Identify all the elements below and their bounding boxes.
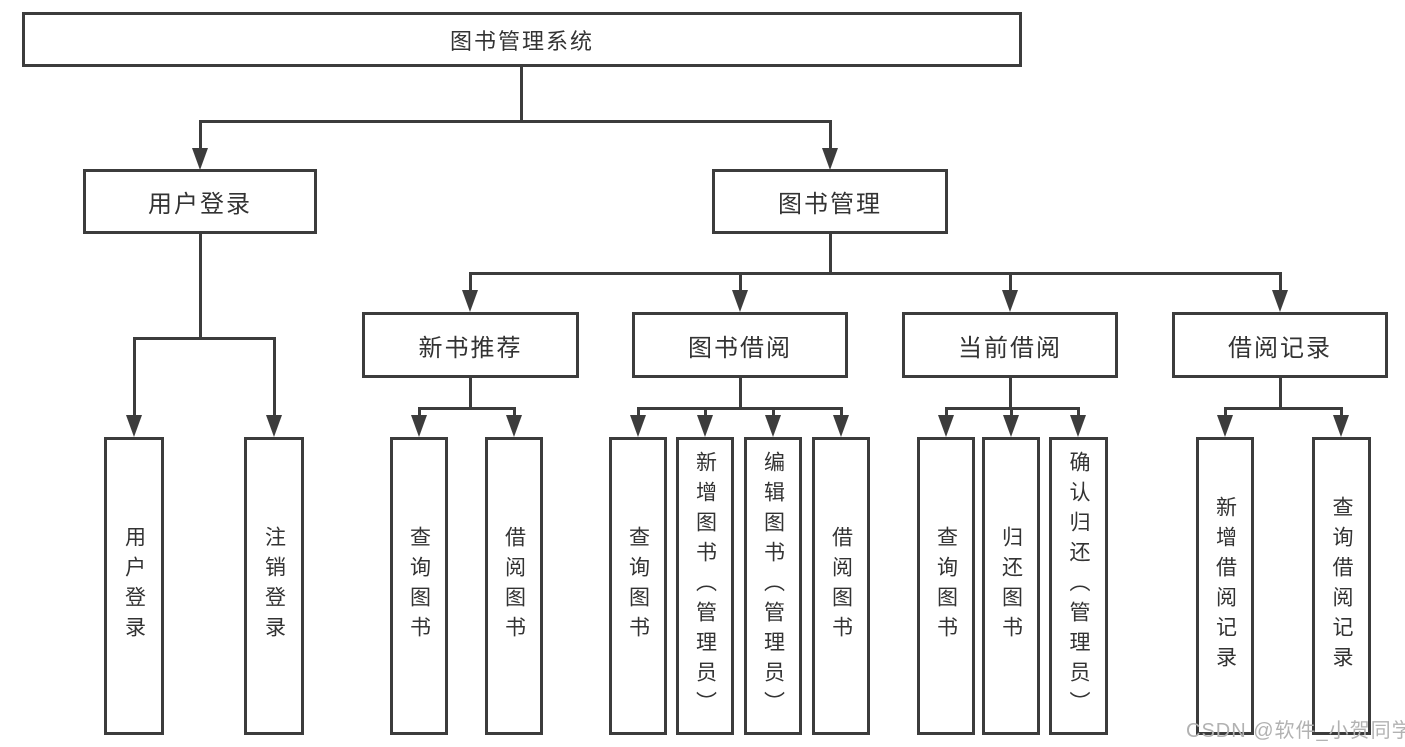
- node-label: 借阅图书: [829, 526, 853, 646]
- connector-line: [198, 120, 832, 123]
- node-label: 图书借阅: [688, 334, 792, 362]
- connector-line: [468, 378, 472, 410]
- connector-line: [771, 407, 775, 417]
- arrow-down-icon: [411, 415, 427, 437]
- connector-line: [636, 407, 640, 417]
- arrow-down-icon: [1217, 415, 1233, 437]
- connector-line: [417, 407, 421, 417]
- arrow-down-icon: [1070, 415, 1086, 437]
- connector-line: [132, 337, 136, 417]
- connector-line: [1008, 378, 1012, 410]
- node-label: 归还图书: [999, 526, 1023, 646]
- node-label: 借阅图书: [502, 526, 526, 646]
- connector-line: [1223, 407, 1342, 410]
- arrow-down-icon: [765, 415, 781, 437]
- connector-line: [1339, 407, 1343, 417]
- connector-line: [512, 407, 516, 417]
- connector-line: [1076, 407, 1080, 417]
- node-label: 新书推荐: [418, 334, 523, 362]
- connector-line: [839, 407, 843, 417]
- connector-line: [636, 407, 842, 410]
- connector-line: [1009, 407, 1013, 417]
- connector-line: [417, 407, 516, 410]
- connector-line: [1008, 272, 1012, 292]
- arrow-down-icon: [126, 415, 142, 437]
- node-label: 确认归还（管理员）: [1067, 451, 1090, 721]
- leaf-logout: 注销登录: [244, 437, 304, 735]
- node-current-borrowing: 当前借阅: [902, 312, 1118, 378]
- connector-line: [468, 272, 1282, 275]
- node-label: 图书管理: [778, 191, 882, 218]
- node-label: 编辑图书（管理员）: [761, 451, 785, 721]
- connector-line: [132, 337, 276, 340]
- leaf-user-login: 用户登录: [104, 437, 164, 735]
- node-new-book-recommendation: 新书推荐: [362, 312, 579, 378]
- node-label: 当前借阅: [958, 334, 1062, 362]
- arrow-down-icon: [822, 148, 838, 170]
- watermark: CSDN @软件_小贺同学: [1186, 720, 1405, 742]
- arrow-down-icon: [630, 415, 646, 437]
- connector-line: [519, 67, 523, 120]
- arrow-down-icon: [938, 415, 954, 437]
- connector-line: [198, 120, 202, 150]
- node-label: 查询借阅记录: [1330, 496, 1353, 676]
- leaf-add-books-admin: 新增图书（管理员）: [676, 437, 734, 735]
- arrow-down-icon: [1003, 415, 1019, 437]
- node-label: 查询图书: [934, 526, 958, 646]
- node-label: 用户登录: [148, 191, 252, 218]
- leaf-edit-books-admin: 编辑图书（管理员）: [744, 437, 802, 735]
- connector-line: [738, 378, 742, 410]
- connector-line: [1278, 272, 1282, 292]
- leaf-return-books: 归还图书: [982, 437, 1040, 735]
- connector-line: [944, 407, 948, 417]
- connector-line: [828, 120, 832, 150]
- leaf-query-books-recommend: 查询图书: [390, 437, 448, 735]
- leaf-query-books-current: 查询图书: [917, 437, 975, 735]
- connector-line: [198, 234, 202, 340]
- node-label: 新增借阅记录: [1213, 496, 1237, 676]
- leaf-query-borrow-record: 查询借阅记录: [1312, 437, 1371, 735]
- leaf-confirm-return-admin: 确认归还（管理员）: [1049, 437, 1108, 735]
- node-label: 查询图书: [626, 526, 650, 646]
- node-user-login: 用户登录: [83, 169, 317, 234]
- arrow-down-icon: [732, 290, 748, 312]
- arrow-down-icon: [506, 415, 522, 437]
- node-label: 查询图书: [407, 526, 431, 646]
- node-borrowing-records: 借阅记录: [1172, 312, 1388, 378]
- connector-line: [828, 234, 832, 275]
- arrow-down-icon: [697, 415, 713, 437]
- connector-line: [1223, 407, 1227, 417]
- leaf-query-books-borrow: 查询图书: [609, 437, 667, 735]
- connector-line: [1278, 378, 1282, 410]
- connector-line: [738, 272, 742, 292]
- node-root: 图书管理系统: [22, 12, 1022, 67]
- node-label: 图书管理系统: [449, 28, 594, 54]
- arrow-down-icon: [462, 290, 478, 312]
- leaf-add-borrow-record: 新增借阅记录: [1196, 437, 1254, 735]
- arrow-down-icon: [833, 415, 849, 437]
- connector-line: [468, 272, 472, 292]
- connector-line: [703, 407, 707, 417]
- connector-line: [272, 337, 276, 417]
- node-book-borrowing: 图书借阅: [632, 312, 848, 378]
- node-book-management: 图书管理: [712, 169, 948, 234]
- leaf-borrow-books: 借阅图书: [812, 437, 870, 735]
- node-label: 注销登录: [262, 526, 286, 646]
- arrow-down-icon: [1002, 290, 1018, 312]
- arrow-down-icon: [1333, 415, 1349, 437]
- leaf-borrow-books-recommend: 借阅图书: [485, 437, 543, 735]
- arrow-down-icon: [1272, 290, 1288, 312]
- arrow-down-icon: [266, 415, 282, 437]
- arrow-down-icon: [192, 148, 208, 170]
- node-label: 新增图书（管理员）: [693, 451, 717, 721]
- node-label: 用户登录: [122, 526, 146, 646]
- node-label: 借阅记录: [1228, 334, 1332, 362]
